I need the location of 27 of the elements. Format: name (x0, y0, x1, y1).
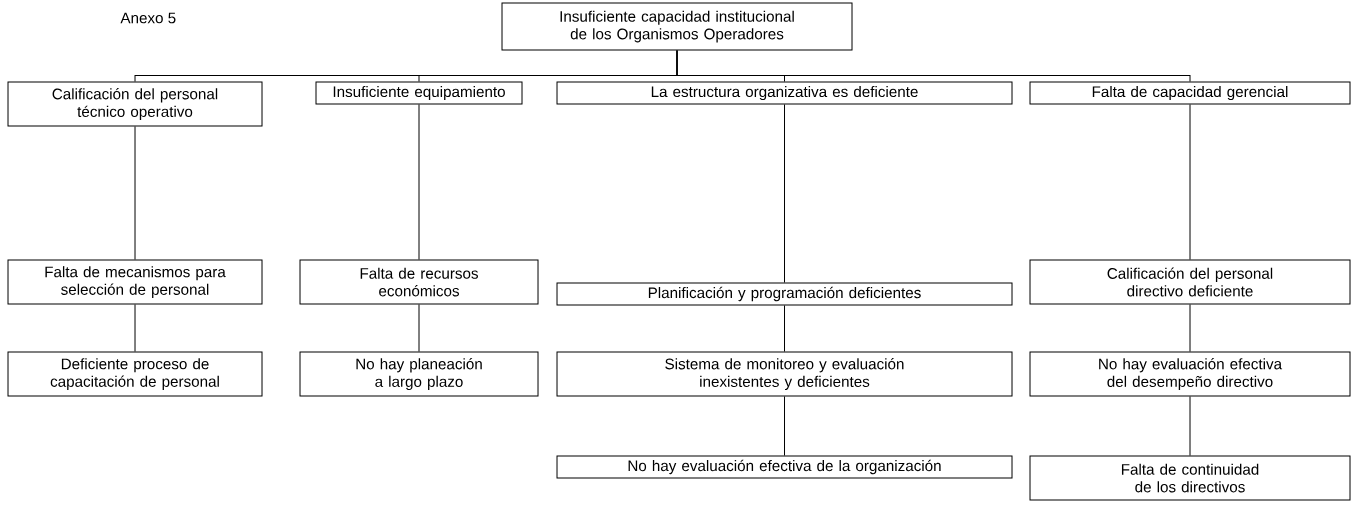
cause-box: La estructura organizativa es deficiente (556, 81, 1013, 105)
cause-box: Falta de continuidad de los directivos (1029, 455, 1351, 501)
connector-line (418, 104, 420, 260)
connector-line (784, 396, 785, 456)
connector-line (1189, 104, 1191, 260)
connector-line (676, 50, 1191, 82)
annex-label: Anexo 5 (120, 12, 176, 24)
connector-line (134, 126, 136, 260)
cause-box: Planificación y programación deficientes (556, 282, 1013, 306)
connector-line (418, 304, 420, 352)
cause-box: Insuficiente equipamiento (315, 81, 523, 105)
cause-box: Falta de capacidad gerencial (1029, 81, 1351, 105)
connector-line (1189, 304, 1191, 352)
cause-box: No hay evaluación efectiva de la organización (556, 455, 1013, 479)
connector-line (134, 304, 136, 352)
cause-box: Deficiente proceso de capacitación de personal (7, 351, 263, 397)
cause-box: Calificación del personal técnico operativo (7, 81, 263, 127)
cause-box: No hay evaluación efectiva del desempeño directivo (1029, 351, 1351, 397)
cause-box: Insuficiente capacidad institucional de los Organismos Operadores (501, 2, 853, 51)
cause-box: No hay planeación a largo plazo (299, 351, 539, 397)
cause-box: Sistema de monitoreo y evaluación inexistentes y deficientes (556, 351, 1013, 397)
cause-box: Falta de mecanismos para selección de personal (7, 259, 263, 305)
cause-box: Falta de recursos económicos (299, 259, 539, 305)
connector-line (1189, 396, 1191, 456)
connector-line (784, 104, 785, 283)
connector-line (784, 305, 785, 352)
cause-box: Calificación del personal directivo deficiente (1029, 259, 1351, 305)
